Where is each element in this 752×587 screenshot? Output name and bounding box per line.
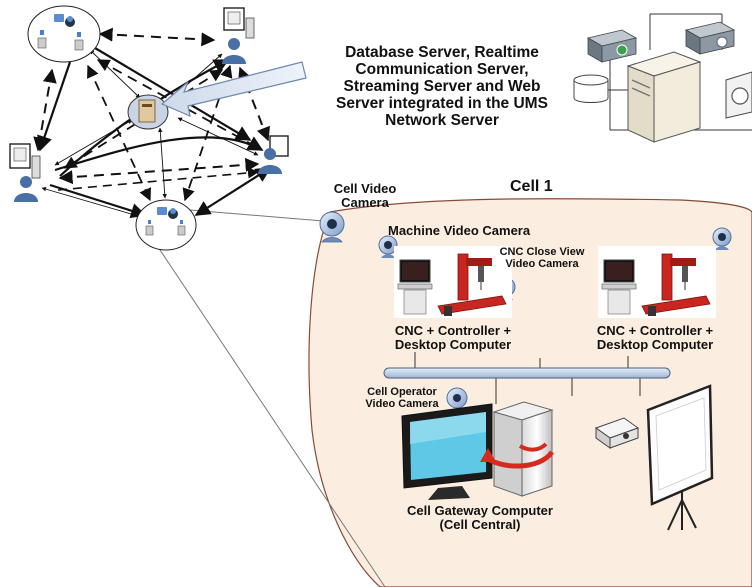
cnc-machine-icon xyxy=(598,246,716,318)
cnc-right-label-line: Desktop Computer xyxy=(596,337,714,353)
gateway-label-line: (Cell Central) xyxy=(439,517,521,533)
webcam-icon xyxy=(319,211,345,243)
network-server-label-line: Streaming Server and Web xyxy=(343,78,541,96)
callout-arrow xyxy=(160,61,307,118)
projection-screen-icon xyxy=(646,384,714,531)
network-server-label-line: Network Server xyxy=(385,112,499,130)
cnc-left-label: CNC + Controller + Desktop Computer xyxy=(378,323,528,353)
cell-video-camera-label-line: Camera xyxy=(341,195,389,211)
network-server-label: Database Server, Realtime Communication … xyxy=(300,44,584,129)
operator-camera-label-line: Video Camera xyxy=(365,398,439,411)
gateway-label-line: Cell Gateway Computer xyxy=(407,503,553,518)
cnc-right-label-line: CNC + Controller + xyxy=(596,323,714,338)
webcam-icon xyxy=(712,227,732,250)
ums-network-server-node[interactable] xyxy=(127,94,169,130)
monitor-icon xyxy=(401,403,493,500)
gateway-label: Cell Gateway Computer (Cell Central) xyxy=(380,503,580,533)
person-computer-icon[interactable] xyxy=(9,143,41,202)
network-cell-node-bottom[interactable] xyxy=(135,199,197,251)
network-cell-node-top[interactable] xyxy=(27,5,101,63)
server-tower-icon xyxy=(480,401,555,497)
cnc-right-label: CNC + Controller + Desktop Computer xyxy=(580,323,730,353)
machine-video-camera-label: Machine Video Camera xyxy=(388,223,531,238)
person-computer-icon[interactable] xyxy=(222,7,255,64)
projector-icon xyxy=(594,417,640,449)
operator-camera-label-line: Cell Operator xyxy=(367,386,437,398)
cell-link-top xyxy=(189,209,336,223)
cnc-left-label-line: Desktop Computer xyxy=(394,337,512,353)
network-server-label-line: Database Server, Realtime xyxy=(345,44,539,61)
person-computer-icon[interactable] xyxy=(258,135,289,174)
cell-title: Cell 1 xyxy=(510,178,553,195)
cnc-left-label-line: CNC + Controller + xyxy=(394,323,512,338)
cnc-machine-icon xyxy=(394,246,512,318)
cell-link-bottom xyxy=(151,237,386,587)
operator-camera-label: Cell Operator Video Camera xyxy=(362,386,442,410)
network-server-label-line: Communication Server, xyxy=(355,61,529,79)
cell-video-camera-label-line: Cell Video xyxy=(333,181,397,196)
database-server-icon xyxy=(573,13,752,143)
webcam-icon xyxy=(378,235,398,258)
cell-network-bus xyxy=(383,352,671,404)
cell-video-camera-label: Cell Video Camera xyxy=(325,181,405,211)
cnc-close-view-label-line: Video Camera xyxy=(505,258,579,271)
cnc-close-view-label-line: CNC Close View xyxy=(499,246,585,258)
cnc-close-view-label: CNC Close View Video Camera xyxy=(492,246,592,270)
network-server-label-line: Server integrated in the UMS xyxy=(336,95,548,113)
